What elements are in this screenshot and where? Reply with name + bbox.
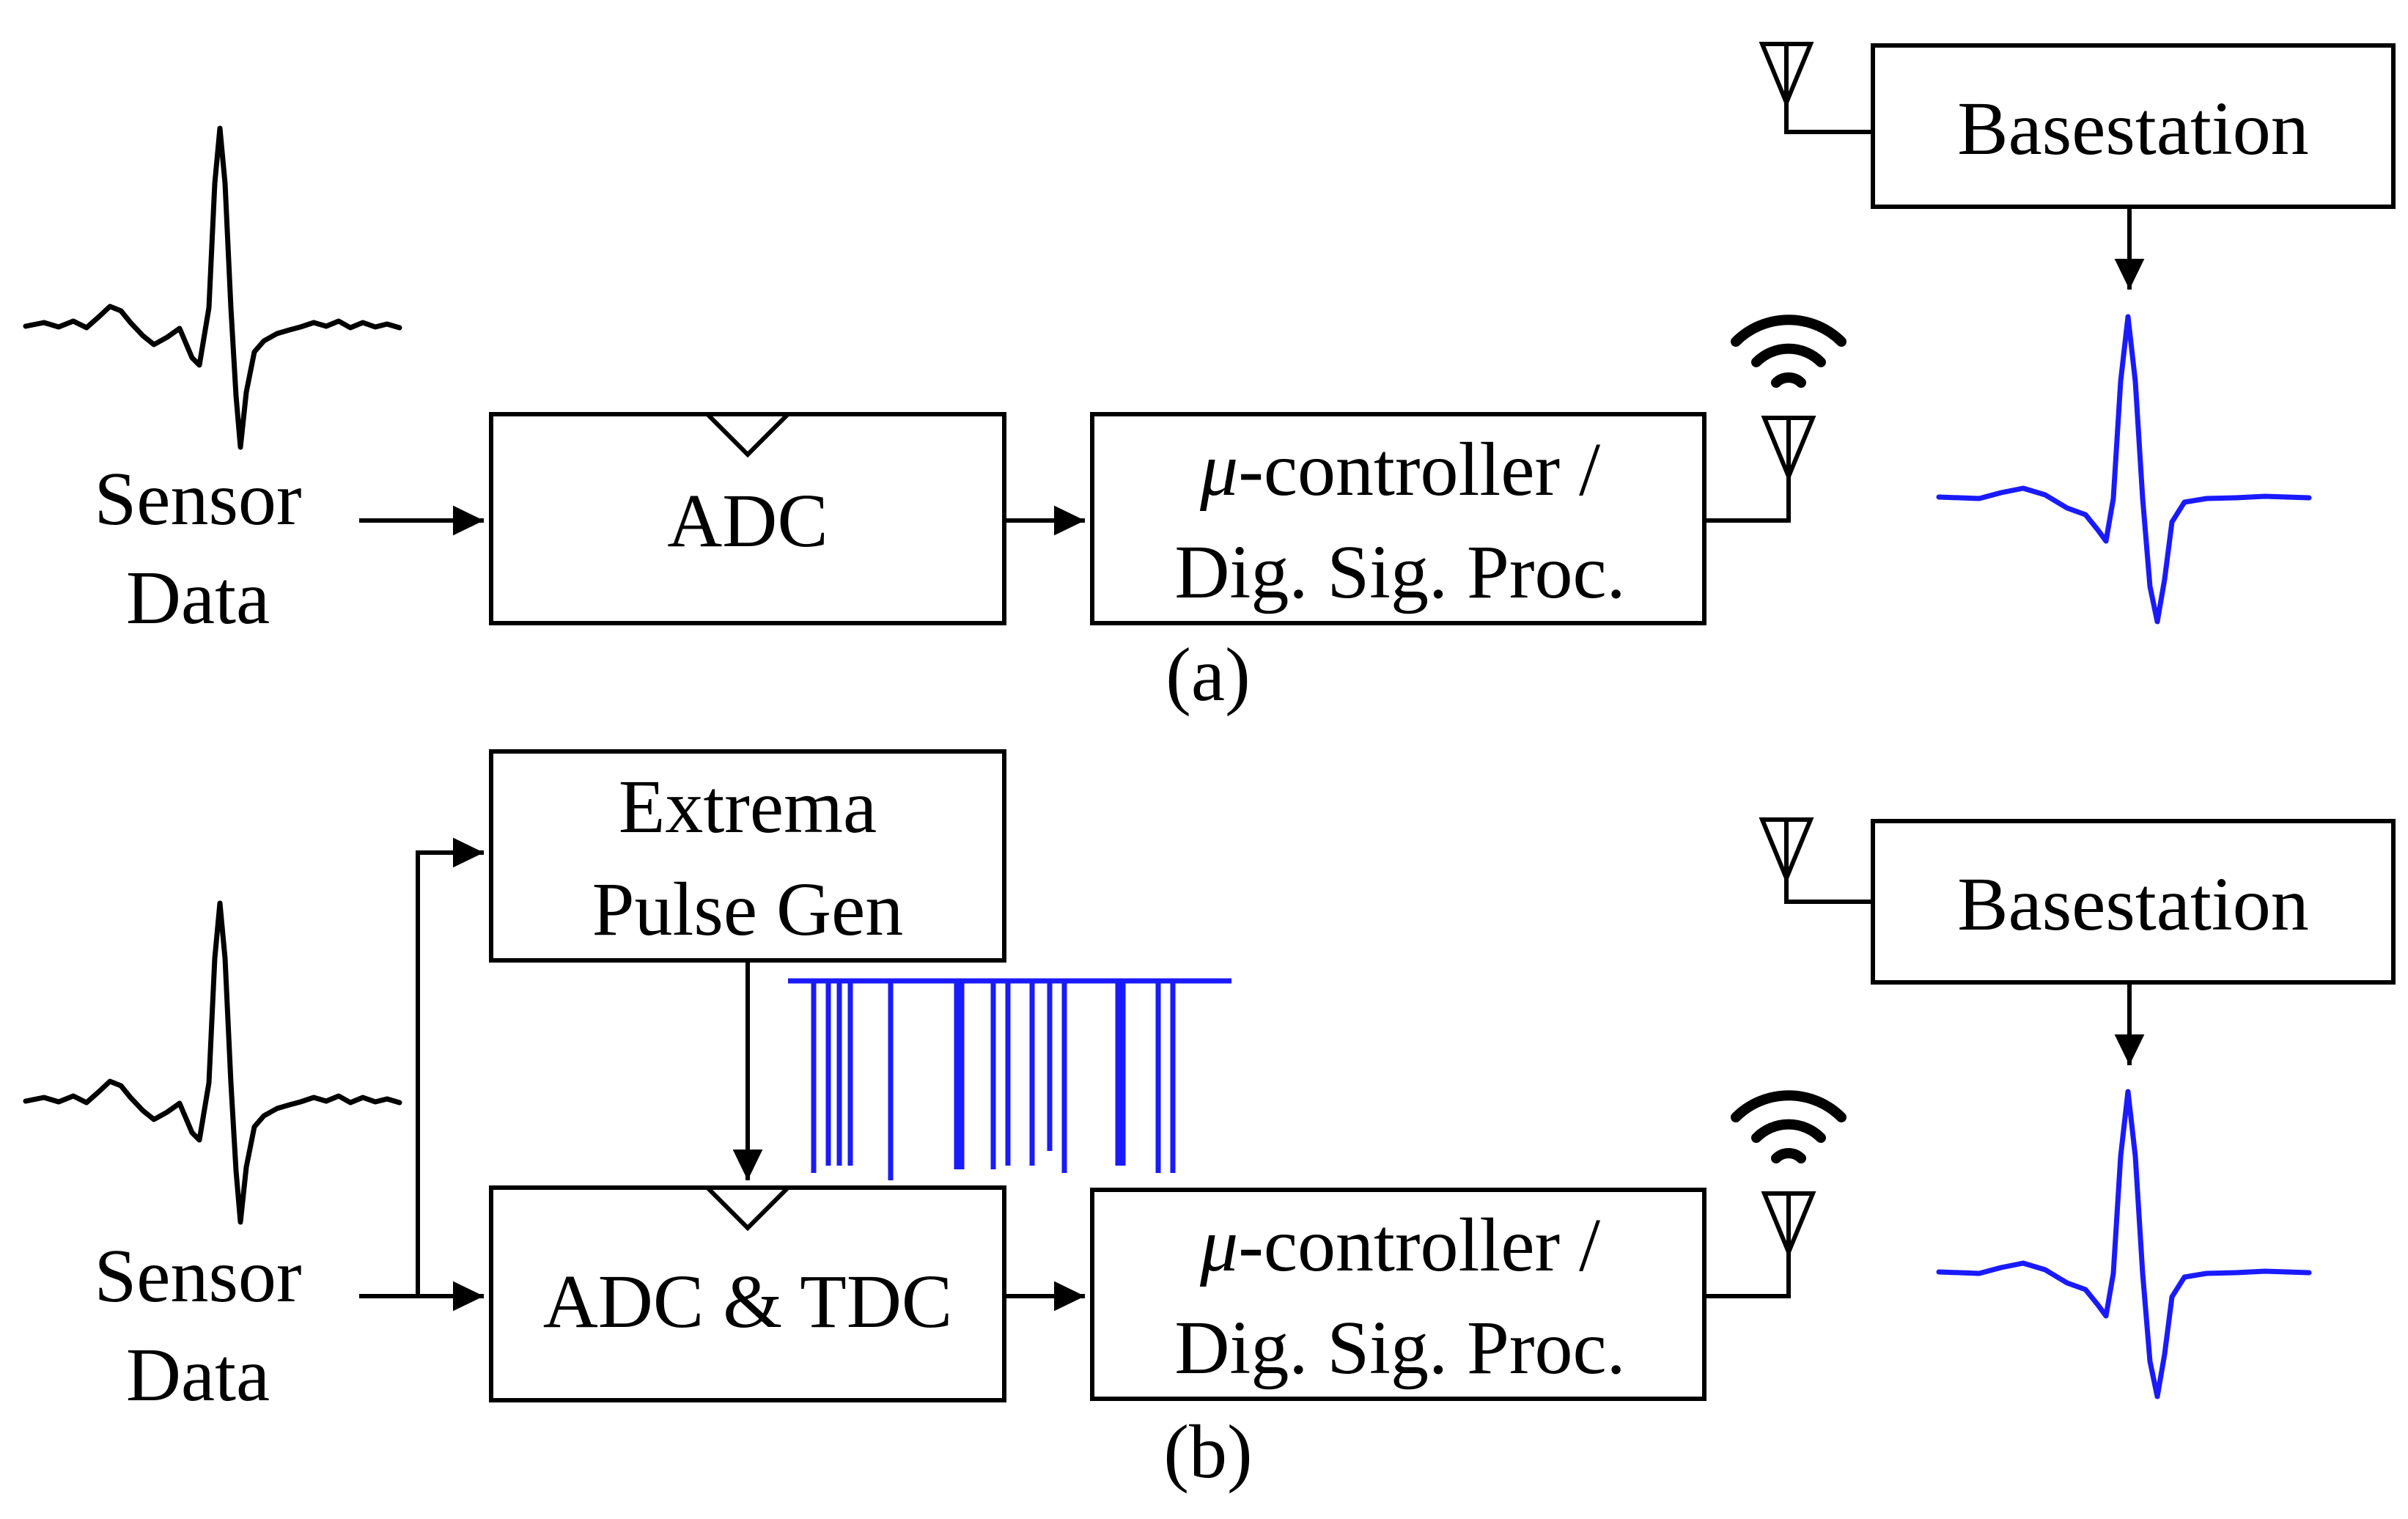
extrema-label-line1: Extrema: [619, 765, 877, 849]
clock-triangle-icon: [705, 1185, 790, 1232]
extrema-pulse-train: [788, 978, 1231, 1180]
sensor-label-a-line2: Data: [126, 556, 270, 640]
mcu-label-a-line2: Dig. Sig. Proc.: [1174, 530, 1625, 614]
clock-triangle-icon: [705, 412, 790, 458]
basestation-label-a: Basestation: [1957, 87, 2308, 171]
basestation-label-b: Basestation: [1957, 862, 2308, 946]
antenna-to-basestation-line-b: [1784, 878, 1873, 904]
mcu-label-b-line2: Dig. Sig. Proc.: [1174, 1306, 1625, 1390]
panel-a: Sensor Data ADC μ-controller / Dig. Sig.…: [26, 43, 2396, 717]
panel-b: Sensor Data Extrema Pulse Gen: [26, 749, 2396, 1494]
caption-a: (a): [1166, 633, 1250, 717]
sensor-label-b-line2: Data: [126, 1333, 270, 1417]
basestation-block-a: [1871, 43, 2396, 209]
reconstructed-waveform-b: [1939, 1092, 2309, 1397]
mcu-label-b-line1: μ-controller /: [1199, 1203, 1600, 1287]
sensor-label-b-line1: Sensor: [94, 1234, 301, 1318]
antenna-to-basestation-line-a: [1784, 103, 1873, 134]
mcu-block-b: [1090, 1188, 1706, 1401]
sensor-waveform-a: [26, 128, 400, 447]
wifi-signal-icon: [1736, 320, 1841, 383]
sensor-label-a-line1: Sensor: [94, 457, 301, 541]
mcu-to-antenna-line-b: [1704, 1252, 1791, 1298]
adc-tdc-block: [489, 1185, 1006, 1402]
antenna-icon: [1764, 418, 1813, 477]
wifi-signal-icon: [1736, 1095, 1841, 1158]
antenna-icon: [1762, 820, 1811, 878]
sensor-waveform-b: [26, 903, 400, 1222]
antenna-icon: [1764, 1194, 1813, 1252]
mcu-to-antenna-line-a: [1704, 477, 1791, 523]
reconstructed-waveform-a: [1939, 317, 2309, 622]
caption-b: (b): [1163, 1410, 1252, 1494]
extrema-pulse-gen-block: [489, 749, 1006, 963]
arrow-sensor-to-extrema: [416, 837, 484, 1296]
antenna-icon: [1762, 44, 1811, 103]
adc-label: ADC: [667, 479, 828, 563]
adc-tdc-label: ADC & TDC: [543, 1259, 953, 1344]
mcu-label-a-line1: μ-controller /: [1199, 427, 1600, 512]
extrema-label-line2: Pulse Gen: [592, 867, 904, 952]
basestation-block-b: [1871, 819, 2396, 985]
mcu-block-a: [1090, 412, 1706, 625]
